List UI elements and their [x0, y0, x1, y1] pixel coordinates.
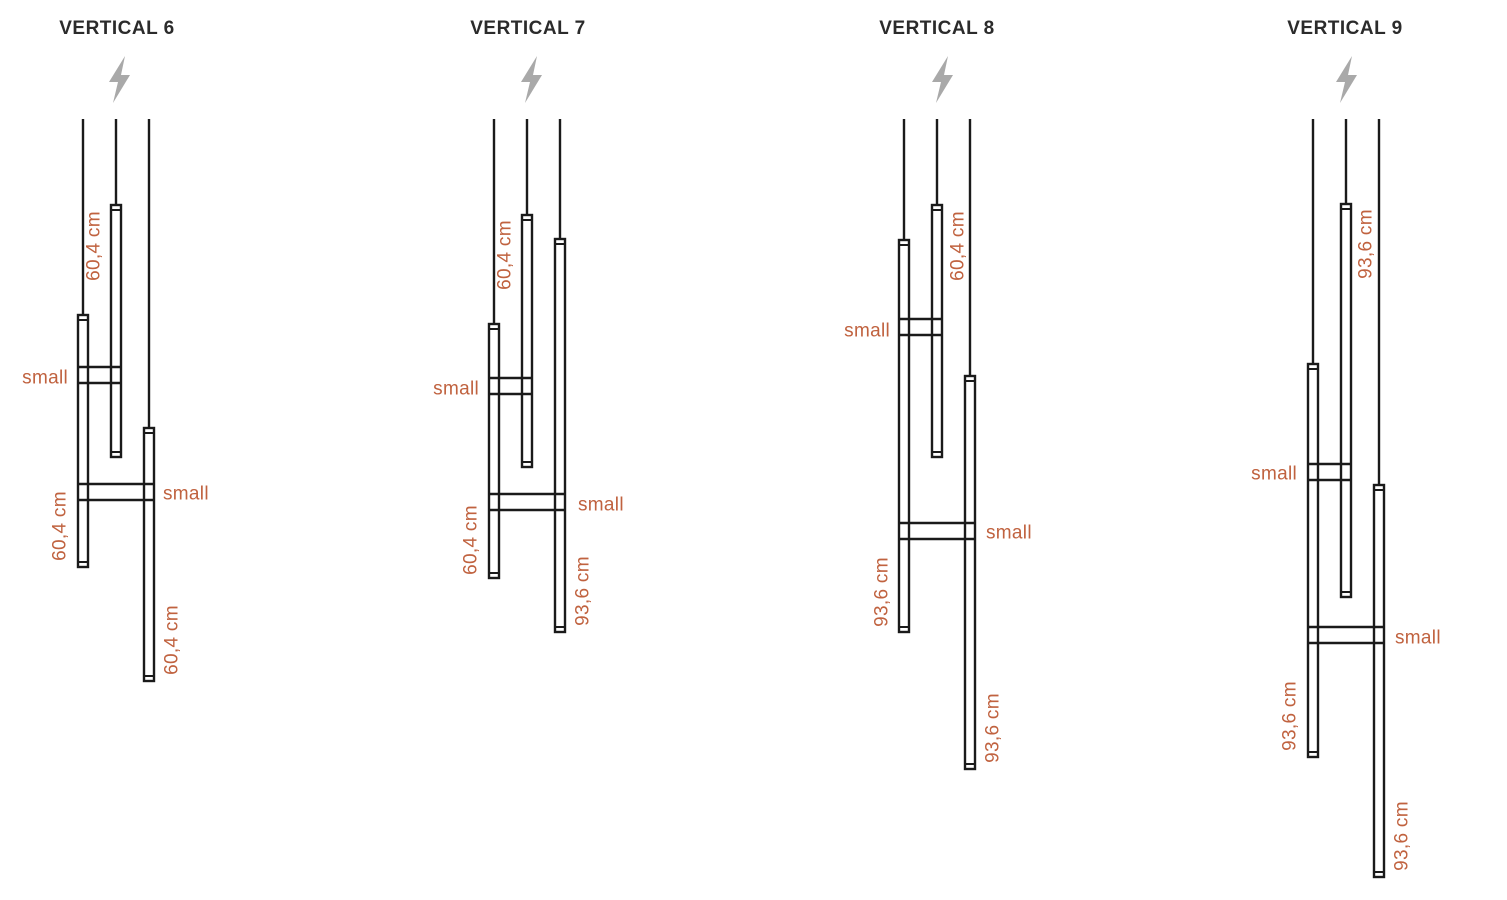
small-connector: [899, 317, 942, 337]
configuration-8: VERTICAL 8 60,4 cm 93,6 cm 93,6 cm small smal…: [844, 18, 1032, 771]
connector-size-label: small: [986, 523, 1032, 544]
tube-body: [1306, 362, 1320, 759]
light-tube: [930, 203, 944, 459]
power-bolt-icon: [109, 56, 130, 103]
tube-body: [142, 426, 156, 683]
light-tube: [963, 374, 977, 771]
tube-length-label: 60,4 cm: [84, 211, 105, 281]
connector-size-label: small: [1395, 628, 1441, 649]
tube-body: [487, 322, 501, 580]
tube-body: [520, 213, 534, 469]
tube-length-label: 60,4 cm: [162, 605, 183, 675]
tube-body: [963, 374, 977, 771]
small-connector: [489, 492, 565, 512]
tube-length-label: 60,4 cm: [461, 505, 482, 575]
tube-length-label: 60,4 cm: [495, 220, 516, 290]
tube-body: [109, 203, 123, 459]
tube-length-label: 93,6 cm: [1392, 801, 1413, 871]
connector-size-label: small: [844, 321, 890, 342]
tube-body: [930, 203, 944, 459]
connector-size-label: small: [1251, 464, 1297, 485]
power-bolt-icon: [521, 56, 542, 103]
small-connector: [78, 482, 154, 502]
connector-size-label: small: [578, 495, 624, 516]
tube-body: [897, 238, 911, 634]
light-tube: [1372, 483, 1386, 879]
tube-length-label: 93,6 cm: [983, 693, 1004, 763]
tube-length-label: 93,6 cm: [872, 557, 893, 627]
small-connector: [489, 376, 532, 396]
connector-size-label: small: [22, 368, 68, 389]
light-tube: [76, 313, 90, 569]
tube-length-label: 93,6 cm: [573, 556, 594, 626]
small-connector: [78, 365, 121, 385]
power-bolt-icon: [1336, 56, 1357, 103]
tube-body: [553, 237, 567, 634]
light-tube: [487, 322, 501, 580]
configuration-9: VERTICAL 9 93,6 cm 93,6 cm 93,6 cm small smal…: [1251, 18, 1441, 879]
tube-length-label: 60,4 cm: [50, 491, 71, 561]
light-tube: [1306, 362, 1320, 759]
light-tube: [897, 238, 911, 634]
light-tube: [553, 237, 567, 634]
configuration-title: VERTICAL 7: [470, 18, 586, 39]
small-connector: [1308, 462, 1351, 482]
configuration-title: VERTICAL 9: [1287, 18, 1403, 39]
small-connector: [1308, 625, 1384, 645]
tube-length-label: 93,6 cm: [1280, 681, 1301, 751]
tube-body: [76, 313, 90, 569]
light-tube: [1339, 202, 1353, 599]
configuration-title: VERTICAL 8: [879, 18, 995, 39]
configuration-6: VERTICAL 6 60,4 cm 60,4 cm 60,4 cm small smal…: [22, 18, 209, 683]
connector-size-label: small: [163, 484, 209, 505]
power-bolt-icon: [932, 56, 953, 103]
tube-body: [1372, 483, 1386, 879]
tube-body: [1339, 202, 1353, 599]
connector-size-label: small: [433, 379, 479, 400]
configuration-title: VERTICAL 6: [59, 18, 175, 39]
light-tube: [109, 203, 123, 459]
configuration-7: VERTICAL 7 60,4 cm 60,4 cm 93,6 cm small smal…: [433, 18, 624, 634]
small-connector: [899, 521, 975, 541]
light-tube: [142, 426, 156, 683]
tube-length-label: 60,4 cm: [948, 211, 969, 281]
tube-length-label: 93,6 cm: [1356, 209, 1377, 279]
light-tube: [520, 213, 534, 469]
